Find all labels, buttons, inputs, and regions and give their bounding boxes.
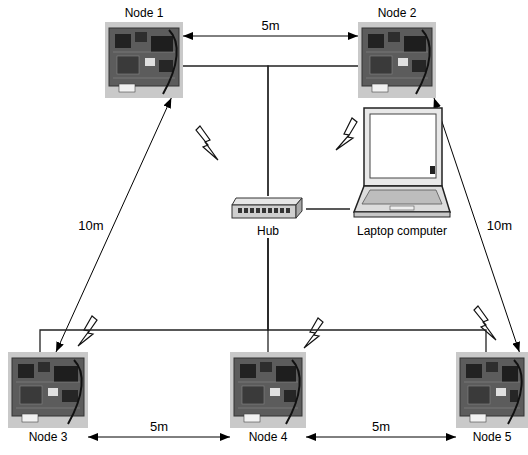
distance-arrow (56, 98, 171, 352)
node-picture (230, 196, 306, 222)
circuit-board-photo (230, 352, 306, 428)
node-label: Node 5 (473, 430, 512, 444)
sensor-node: Node 3 (8, 352, 88, 444)
distance-arrow (306, 437, 456, 438)
node-picture (8, 352, 88, 428)
ethernet-cable (268, 66, 358, 196)
distance-arrow (88, 437, 230, 438)
node-label: Node 3 (29, 430, 68, 444)
node-picture (456, 352, 528, 428)
node-label: Hub (257, 224, 279, 238)
node-picture (105, 22, 183, 98)
node-label: Node 1 (125, 6, 164, 20)
circuit-board-photo (8, 352, 88, 428)
wireless-bolt (474, 306, 496, 340)
distance-label: 10m (485, 218, 514, 233)
sensor-node: Node 5 (456, 352, 528, 444)
ethernet-cable (268, 238, 486, 352)
network-hub: Hub (230, 196, 306, 238)
sensor-node: Node 4 (230, 352, 306, 444)
distance-label: 5m (370, 419, 392, 434)
node-label: Node 2 (378, 6, 417, 20)
distance-label: 10m (76, 218, 105, 233)
sensor-node: Node 1 (105, 6, 183, 98)
node-label: Node 4 (249, 430, 288, 444)
laptop-icon (350, 104, 454, 222)
wireless-bolt (78, 316, 97, 346)
hub-icon (230, 196, 306, 222)
distance-label: 5m (148, 419, 170, 434)
laptop-computer: Laptop computer (350, 104, 454, 238)
circuit-board-photo (105, 22, 183, 98)
node-picture (350, 104, 454, 222)
node-picture (358, 22, 436, 98)
distance-label: 5m (259, 18, 281, 33)
wireless-bolt (336, 118, 357, 150)
ethernet-cable (40, 238, 268, 352)
ethernet-cable (306, 208, 350, 209)
distance-arrow (183, 36, 358, 37)
sensor-node: Node 2 (358, 6, 436, 98)
ethernet-cable (183, 66, 268, 196)
node-label: Laptop computer (357, 224, 447, 238)
circuit-board-photo (358, 22, 436, 98)
wireless-bolt (196, 126, 218, 160)
node-picture (230, 352, 306, 428)
circuit-board-photo (456, 352, 528, 428)
wireless-bolt (304, 318, 323, 348)
